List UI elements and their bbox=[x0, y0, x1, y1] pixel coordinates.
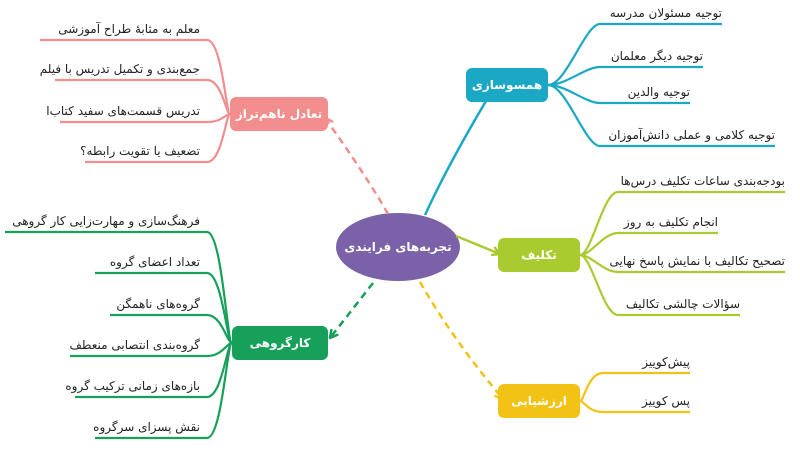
homework-item-label: انجام تکلیف به روز bbox=[623, 215, 718, 229]
balance-item-label: تضعیف یا تقویت رابطه؟ bbox=[80, 144, 200, 158]
evaluation-item-label: پیش‌کوییز bbox=[642, 355, 690, 369]
evaluation-item-label: پس کوییز bbox=[642, 394, 690, 408]
balance-item-label: جمع‌بندی و تکمیل تدریس با فیلم bbox=[39, 62, 200, 76]
balance-item-label: تدریس قسمت‌های سفید کتاب‌ا bbox=[46, 104, 200, 118]
teacher-item-label: توجیه دیگر معلمان bbox=[610, 49, 703, 63]
teacher-item-label: توجیه کلامی و عملی دانش‌آموزان bbox=[608, 128, 775, 142]
group-item-label: تعداد اعضای گروه bbox=[109, 255, 200, 269]
group-arrow bbox=[329, 282, 374, 339]
teacher-node-shape bbox=[466, 68, 548, 102]
teacher-item-label: توجیه والدین bbox=[627, 85, 690, 99]
group-node-shape bbox=[232, 326, 328, 360]
homework-item-label: سؤالات چالشی تکالیف bbox=[625, 297, 740, 311]
balance-branch-curve bbox=[206, 78, 232, 116]
group-item-label: بازه‌های زمانی ترکیب گروه bbox=[65, 379, 200, 393]
group-item-label: گروه‌بندی انتصابی منعطف bbox=[69, 338, 201, 352]
group-branch-curve bbox=[206, 230, 234, 345]
homework-branch-curve bbox=[579, 253, 619, 317]
teacher-branch-curve bbox=[547, 83, 601, 148]
homework-arrow bbox=[455, 234, 501, 256]
homework-branch-curve bbox=[579, 190, 619, 257]
evaluation-arrow bbox=[418, 281, 504, 400]
balance-branch-curve bbox=[206, 38, 232, 116]
group-item-label: فرهنگ‌سازی و مهارت‌زایی کار گروهی bbox=[12, 214, 200, 228]
balance-branch-curve bbox=[206, 112, 232, 164]
homework-node-shape bbox=[498, 238, 580, 272]
homework-node-label: تکلیف bbox=[521, 248, 557, 262]
balance-node-shape bbox=[230, 97, 328, 131]
evaluation-node-label: ارزشیابی bbox=[511, 394, 567, 408]
teacher-arrow bbox=[423, 85, 497, 216]
balance-node-label: تعادل ناهم‌تراز bbox=[235, 107, 323, 121]
group-arrowhead bbox=[328, 328, 339, 340]
teacher-item-label: توجیه مسئولان مدرسه bbox=[609, 6, 722, 20]
evaluation-branch-curve bbox=[579, 399, 604, 414]
balance-arrow bbox=[323, 117, 390, 215]
evaluation-branch-curve bbox=[578, 371, 604, 403]
teacher-branch-curve bbox=[547, 22, 601, 87]
group-branch-curve bbox=[206, 341, 234, 440]
evaluation-node-shape bbox=[498, 384, 580, 418]
group-item-label: نقش پسزای سرگروه bbox=[93, 420, 200, 434]
center-node-label: تجربه‌های فرایندی bbox=[344, 240, 452, 254]
homework-item-label: تصحیح تکالیف با نمایش پاسخ نهایی bbox=[609, 254, 786, 268]
group-item-label: گروه‌های ناهمگن bbox=[116, 297, 200, 311]
teacher-node-label: همسوسازی bbox=[471, 78, 543, 92]
center-node-shape bbox=[336, 213, 460, 281]
group-node-label: کارگروهی bbox=[249, 336, 311, 350]
homework-item-label: بودجه‌بندی ساعات تکلیف درس‌ها bbox=[620, 174, 785, 188]
balance-item-label: معلم به مثابهٔ طراح آموزشی bbox=[58, 22, 200, 36]
group-branch-curve bbox=[206, 271, 234, 345]
